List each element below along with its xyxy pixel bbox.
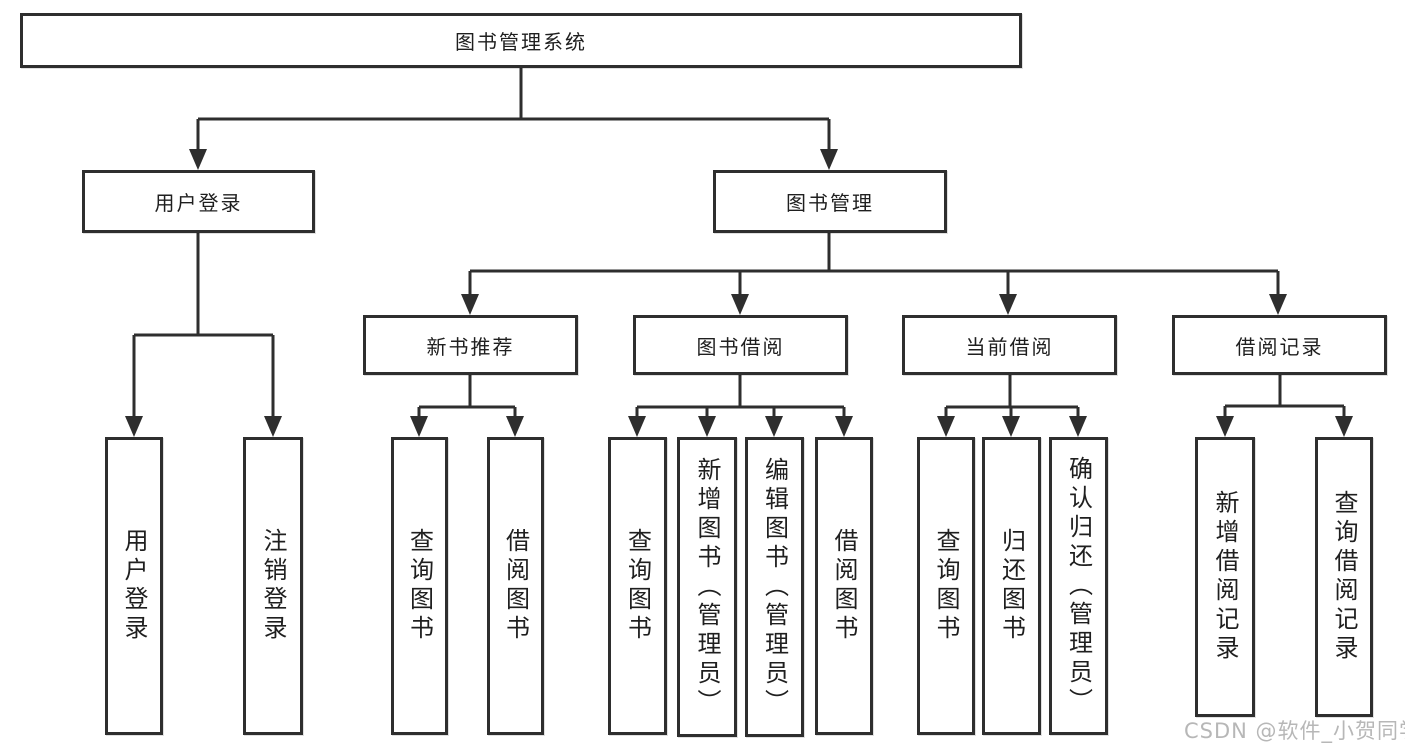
node-records-query-record: 查询借阅记录: [1315, 437, 1373, 717]
arrowhead-icon: [820, 149, 838, 170]
connector-new-book-children: [417, 375, 517, 425]
arrowhead-icon: [835, 416, 853, 437]
node-user-login: 用户登录: [82, 170, 315, 233]
arrowhead-icon: [1335, 416, 1353, 437]
node-recommend-query-book: 查询图书: [391, 437, 448, 735]
node-borrow-borrow-book: 借阅图书: [815, 437, 873, 735]
node-label: 编辑图书（管理员）: [760, 456, 789, 718]
node-label: 用户登录: [120, 528, 148, 644]
node-borrow-add-book-admin: 新增图书（管理员）: [677, 437, 737, 737]
node-label: 新增图书（管理员）: [693, 456, 721, 718]
node-label: 注销登录: [259, 528, 287, 644]
node-current-query-book: 查询图书: [917, 437, 975, 735]
node-label: 查询图书: [405, 528, 434, 644]
arrowhead-icon: [125, 416, 143, 437]
node-label: 用户登录: [154, 191, 243, 215]
node-book-borrow: 图书借阅: [633, 315, 848, 375]
connector-borrow-records-children: [1223, 375, 1346, 425]
arrowhead-icon: [765, 416, 783, 437]
node-label: 新书推荐: [426, 334, 515, 359]
node-logout-action: 注销登录: [243, 437, 303, 735]
connector-current-borrow-children: [944, 375, 1080, 425]
connector-user-login-children: [132, 233, 275, 425]
arrowhead-icon: [1269, 294, 1287, 315]
node-label: 借阅图书: [501, 528, 530, 644]
csdn-watermark: CSDN @软件_小贺同学: [1184, 719, 1405, 743]
node-label: 借阅记录: [1235, 334, 1324, 359]
node-current-borrow: 当前借阅: [902, 315, 1117, 375]
node-label: 查询借阅记录: [1330, 490, 1358, 664]
arrowhead-icon: [506, 416, 524, 437]
arrowhead-icon: [999, 294, 1017, 315]
arrowhead-icon: [698, 416, 716, 437]
arrowhead-icon: [189, 149, 207, 170]
node-label: 图书借阅: [696, 334, 785, 359]
node-borrow-query-book: 查询图书: [608, 437, 667, 735]
connector-book-borrow-children: [635, 375, 846, 425]
node-label: 查询图书: [932, 528, 960, 644]
arrowhead-icon: [264, 416, 282, 437]
node-label: 图书管理系统: [455, 30, 587, 54]
node-label: 查询图书: [623, 528, 652, 644]
node-user-login-action: 用户登录: [105, 437, 163, 735]
node-records-add-record: 新增借阅记录: [1195, 437, 1255, 717]
connector-book-management-children: [468, 233, 1280, 303]
node-label: 当前借阅: [965, 334, 1054, 359]
arrowhead-icon: [461, 294, 479, 315]
node-current-return-book: 归还图书: [982, 437, 1041, 735]
node-borrow-records: 借阅记录: [1172, 315, 1387, 375]
node-recommend-borrow-book: 借阅图书: [487, 437, 544, 735]
connector-root-to-level2: [196, 68, 831, 158]
arrowhead-icon: [1069, 416, 1087, 437]
node-label: 归还图书: [997, 528, 1026, 644]
node-label: 图书管理: [786, 191, 874, 215]
node-library-system: 图书管理系统: [20, 13, 1022, 68]
arrowhead-icon: [731, 294, 749, 315]
node-new-book-recommend: 新书推荐: [363, 315, 578, 375]
arrowhead-icon: [937, 416, 955, 437]
node-borrow-edit-book-admin: 编辑图书（管理员）: [745, 437, 804, 737]
arrowhead-icon: [1216, 416, 1234, 437]
arrowhead-icon: [410, 416, 428, 437]
node-label: 借阅图书: [830, 528, 858, 644]
node-label: 确认归还（管理员）: [1064, 455, 1093, 717]
arrowhead-icon: [628, 416, 646, 437]
arrowhead-icon: [1002, 416, 1020, 437]
node-book-management: 图书管理: [713, 170, 947, 233]
node-label: 新增借阅记录: [1211, 490, 1239, 664]
node-current-confirm-return-admin: 确认归还（管理员）: [1049, 437, 1108, 735]
